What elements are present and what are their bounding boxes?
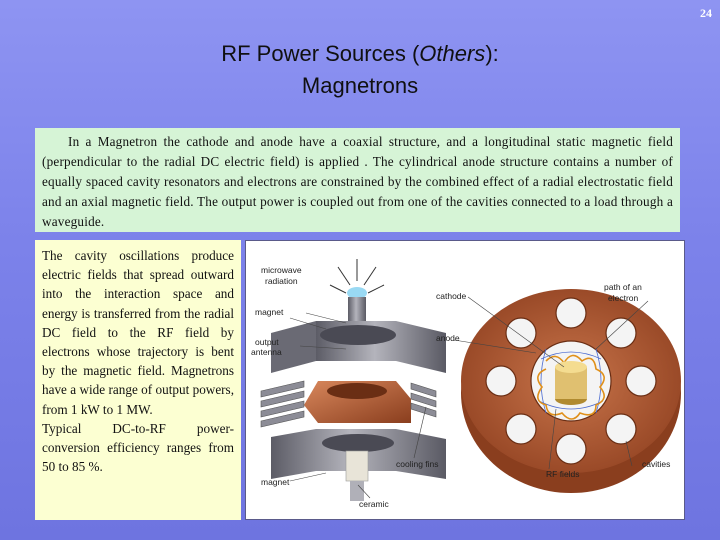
magnetron-illustration: microwave radiation magnet output antenn… <box>251 259 681 509</box>
label-cathode: cathode <box>436 291 467 301</box>
label-rf-fields: RF fields <box>546 469 580 479</box>
title-line-2: Magnetrons <box>301 73 419 98</box>
side-paragraph-2: Typical DC-to-RF power-conversion effici… <box>42 420 234 475</box>
label-electron: electron <box>608 293 639 303</box>
cooling-fins <box>260 380 437 428</box>
title-line-1: RF Power Sources (Others): <box>221 41 499 66</box>
label-radiation: radiation <box>265 276 298 286</box>
slide-title: RF Power Sources (Others): Magnetrons <box>0 38 720 102</box>
label-path-of-an: path of an <box>604 282 642 292</box>
page-number: 24 <box>700 6 712 20</box>
side-paragraph-1: The cavity oscillations produce electric… <box>42 248 234 417</box>
magnetron-diagram: microwave radiation magnet output antenn… <box>245 240 685 520</box>
radiation-arrows <box>329 259 385 294</box>
label-magnet-top: magnet <box>255 307 284 317</box>
label-cavities: cavities <box>642 459 670 469</box>
label-anode: anode <box>436 333 460 343</box>
cavity-holes <box>485 297 657 465</box>
intro-text-box: In a Magnetron the cathode and anode hav… <box>35 128 680 232</box>
magnetron-cutaway <box>260 259 446 501</box>
intro-text: In a Magnetron the cathode and anode hav… <box>42 134 673 229</box>
leader-lines <box>289 296 649 499</box>
side-text-box: The cavity oscillations produce electric… <box>35 240 241 520</box>
label-microwave: microwave <box>261 265 302 275</box>
label-output: output <box>255 337 279 347</box>
label-ceramic: ceramic <box>359 499 390 509</box>
label-cooling-fins: cooling fins <box>396 459 439 469</box>
label-antenna: antenna <box>251 347 282 357</box>
label-magnet-bottom: magnet <box>261 477 290 487</box>
anode-block <box>461 289 681 493</box>
